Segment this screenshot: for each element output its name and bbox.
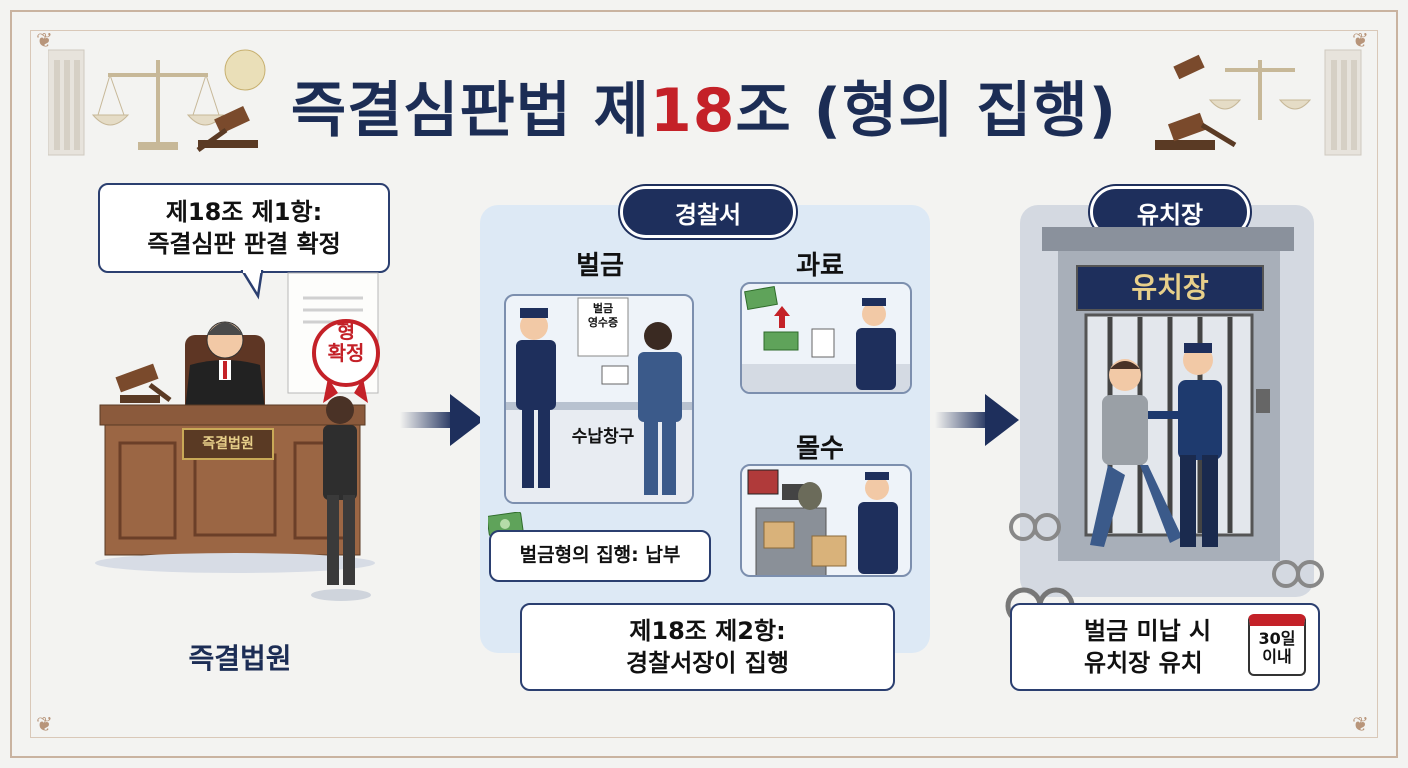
petty-fine-title: 과료 [796, 251, 844, 281]
article-2-line-1: 제18조 제2항: [629, 616, 786, 645]
confiscation-scene [740, 464, 912, 577]
bubble-tail [240, 270, 264, 300]
corner-ornament-bottom-left: ❦ [36, 712, 53, 736]
handcuffs-icon-2 [1272, 560, 1324, 588]
handcuffs-icon [1009, 513, 1061, 541]
article-2-line-2: 경찰서장이 집행 [626, 649, 789, 677]
article-1-bubble: 제18조 제1항: 즉결심판 판결 확정 [98, 183, 390, 273]
justice-scales-icon [48, 49, 266, 156]
page-title: 즉결심판법 제18조 (형의 집행) [290, 76, 1118, 146]
fine-title: 벌금 [576, 251, 624, 281]
detention-building-sign: 유치장 [1076, 265, 1264, 311]
payment-counter-label: 수납창구 [571, 427, 635, 447]
unpaid-line-2: 유치장 유치 [1084, 649, 1203, 677]
court-judge-desk-illustration [95, 321, 375, 601]
summary-court-caption: 즉결법원 [188, 642, 292, 675]
unpaid-line-1: 벌금 미납 시 [1084, 616, 1212, 645]
article-2-box: 제18조 제2항: 경찰서장이 집행 [520, 603, 895, 691]
article-number: 18 [649, 76, 736, 146]
petty-fine-scene [740, 282, 912, 394]
court-desk-plaque: 즉결법원 [202, 436, 254, 452]
confiscation-title: 몰수 [796, 434, 844, 464]
detention-facility-illustration [1042, 227, 1294, 561]
outer-frame [10, 10, 1398, 758]
corner-ornament-top-left: ❦ [36, 28, 53, 52]
judgment-document-icon [287, 272, 380, 403]
inner-frame [30, 30, 1378, 738]
arrow-right-icon-2 [935, 394, 1019, 446]
gavel-columns-icon [1155, 49, 1362, 156]
corner-ornament-bottom-right: ❦ [1352, 712, 1369, 736]
arrow-right-icon [400, 394, 484, 446]
fine-execution-caption: 벌금형의 집행: 납부 [489, 530, 711, 582]
police-station-header: 경찰서 [620, 186, 796, 238]
bubble-line-2: 즉결심판 판결 확정 [147, 230, 341, 258]
corner-ornament-top-right: ❦ [1352, 28, 1369, 52]
bubble-line-1: 제18조 제1항: [165, 197, 323, 226]
